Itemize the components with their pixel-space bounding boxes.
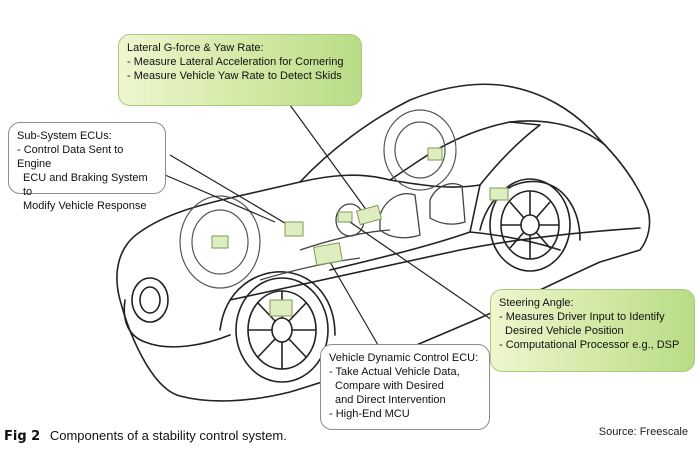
callout-item: - Control Data Sent to Engine [17, 144, 124, 170]
connector-steering [349, 221, 493, 321]
callout-item: - Measures Driver Input to Identify [499, 311, 665, 323]
seat [379, 193, 421, 239]
callout-item: - Computational Processor e.g., DSP [499, 339, 680, 351]
caption-text: Components of a stability control system… [49, 428, 287, 443]
callout-item: - Take Actual Vehicle Data, [329, 366, 460, 378]
callout-item: - Measure Vehicle Yaw Rate to Detect Ski… [127, 70, 342, 82]
front-left-brake [179, 195, 261, 289]
callout-item: Compare with Desired [335, 380, 444, 392]
rear-wheel-arch [479, 180, 581, 241]
windshield [299, 121, 541, 186]
callout-title: Steering Angle: [499, 297, 574, 309]
figure-caption: Fig 2 Components of a stability control … [4, 428, 287, 444]
figure-label: Fig 2 [4, 429, 41, 444]
lateral-g-yaw-callout: Lateral G-force & Yaw Rate: - Measure La… [118, 34, 362, 106]
callout-item: - Measure Lateral Acceleration for Corne… [127, 56, 344, 68]
rear-wheel [489, 178, 571, 272]
callout-item: Modify Vehicle Response [23, 200, 147, 212]
steering-angle-callout: Steering Angle: - Measures Driver Input … [490, 289, 695, 372]
connector-subsystem-1 [169, 154, 301, 233]
yaw-sensor-component [355, 204, 383, 226]
subsystem-ecus-callout: Sub-System ECUs: - Control Data Sent to … [8, 122, 166, 212]
rear-left-brake [383, 109, 457, 191]
connector-subsystem-2 [164, 174, 276, 223]
rear-sensor-component [427, 147, 443, 161]
rear-ecu-component [489, 187, 509, 201]
car-nose [123, 299, 231, 348]
front-sensor-component [211, 235, 229, 249]
subsystem-ecu-component [284, 221, 304, 237]
car-body-outline [116, 83, 651, 402]
callout-title: Lateral G-force & Yaw Rate: [127, 42, 264, 54]
callout-item: ECU and Braking System to [23, 172, 148, 198]
headlight-left [131, 277, 169, 323]
callout-item: - High-End MCU [329, 408, 410, 420]
callout-title: Vehicle Dynamic Control ECU: [329, 352, 479, 364]
steering-sensor-component [337, 211, 353, 223]
front-wheel [235, 277, 329, 383]
callout-item: Desired Vehicle Position [505, 325, 624, 337]
door-line [329, 184, 481, 271]
vehicle-dynamic-control-callout: Vehicle Dynamic Control ECU: - Take Actu… [320, 344, 490, 430]
callout-item: and Direct Intervention [335, 394, 446, 406]
engine-ecu-component [269, 299, 293, 317]
callout-title: Sub-System ECUs: [17, 130, 112, 142]
connector-vdc [329, 261, 379, 346]
headlight-inner [139, 286, 161, 314]
front-wheel-arch [219, 271, 336, 336]
source-credit: Source: Freescale [598, 426, 688, 438]
ecu-component [313, 242, 343, 266]
connector-lateral [289, 104, 371, 216]
